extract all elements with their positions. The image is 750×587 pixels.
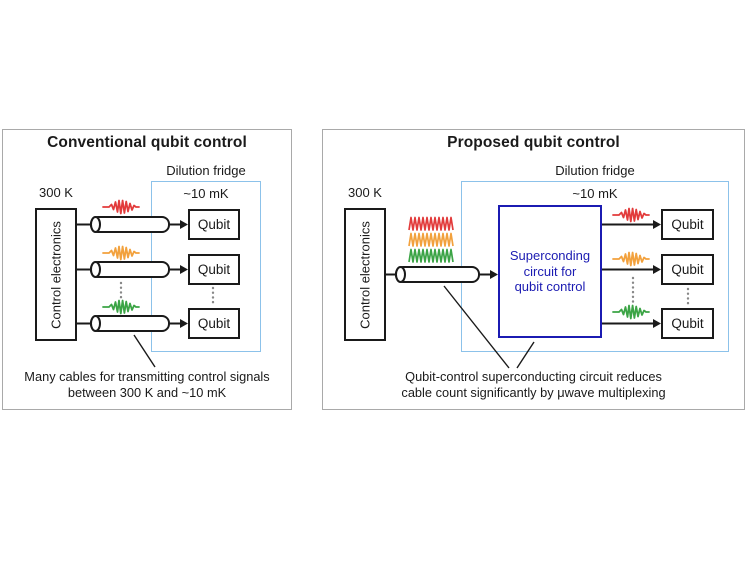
control-electronics-label: Control electronics [357,220,373,329]
caption-line: between 300 K and ~10 mK [67,384,227,400]
fridge-label: Dilution fridge [166,163,246,178]
qubit-label: Qubit [197,217,231,232]
qubit-label: Qubit [671,262,704,277]
superconducting-circuit-label: Superconding circuit for qubit control [510,248,590,295]
circuit-label-line: Superconding [509,248,591,264]
panel-caption: Many cables for transmitting control sig… [3,369,291,400]
fridge-label: Dilution fridge [555,163,635,178]
caption-line: Many cables for transmitting control sig… [24,369,270,384]
caption-line: cable count significantly by μwave multi… [401,384,666,400]
qubit-label: Qubit [671,217,704,232]
superconducting-circuit-box: Superconding circuit for qubit control [498,205,602,338]
wave-packet-icon-orange [102,245,140,261]
temp-label-300k: 300 K [348,185,382,200]
wave-packet-icon-green [102,299,140,315]
qubit-label: Qubit [671,316,704,331]
qubit-box: Qubit [188,308,240,339]
multiplexed-signal-icon-green [408,248,454,263]
temp-label-300k: 300 K [39,185,73,200]
qubit-label: Qubit [197,262,231,277]
qubit-box: Qubit [661,308,714,339]
temp-label-10mk: ~10 mK [572,186,618,201]
temp-label-10mk: ~10 mK [183,186,229,201]
multiplexed-signal-icon-red [408,216,454,231]
panel-conventional: Conventional qubit control 300 K Dilutio… [2,129,292,410]
multiplexed-signal-icon-orange [408,232,454,247]
qubit-label: Qubit [197,316,231,331]
panel-title: Conventional qubit control [47,134,247,151]
control-electronics-label: Control electronics [48,220,64,329]
qubit-box: Qubit [661,254,714,285]
qubit-box: Qubit [661,209,714,240]
circuit-label-line: circuit for [523,263,577,279]
panel-proposed: Proposed qubit control 300 K Dilution fr… [322,129,745,410]
panel-caption: Qubit-control superconducting circuit re… [323,369,744,400]
qubit-box: Qubit [188,209,240,240]
control-electronics-box: Control electronics [344,208,386,341]
panel-title: Proposed qubit control [447,134,620,151]
caption-line: Qubit-control superconducting circuit re… [405,369,662,384]
control-electronics-box: Control electronics [35,208,77,341]
qubit-box: Qubit [188,254,240,285]
circuit-label-line: qubit control [514,279,586,295]
wave-packet-icon-red [102,199,140,215]
